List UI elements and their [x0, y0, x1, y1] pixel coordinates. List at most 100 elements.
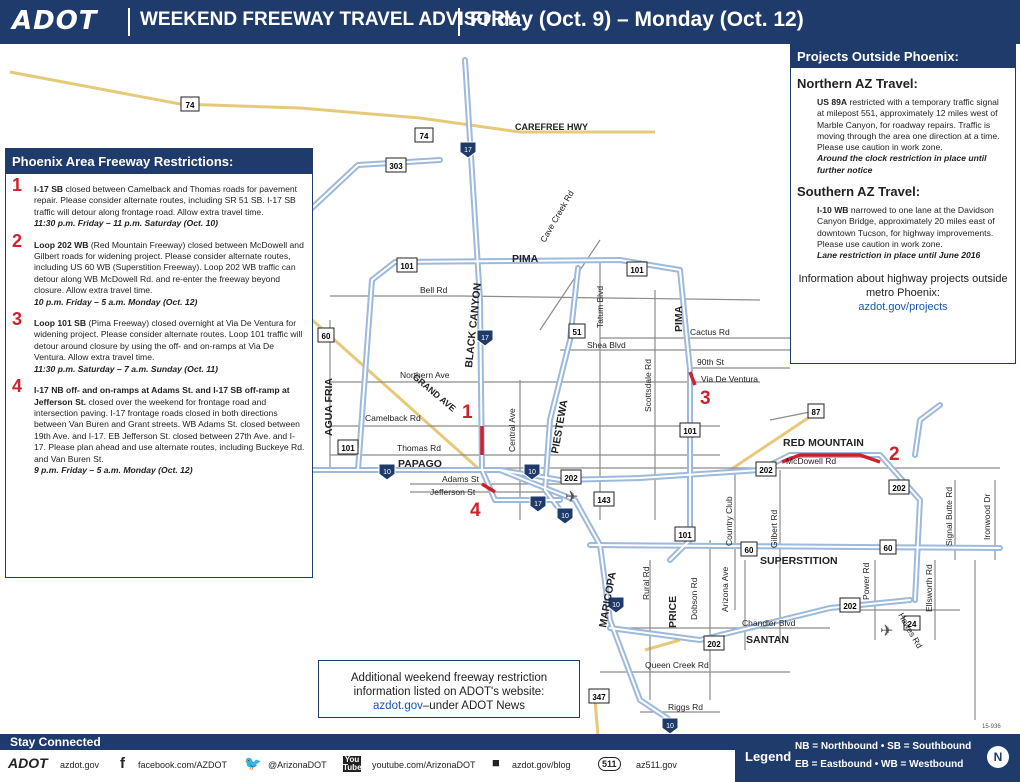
svg-text:17: 17: [534, 501, 542, 508]
closures: [480, 371, 881, 494]
label-papago: PAPAGO: [398, 458, 442, 470]
twitter-link[interactable]: @ArizonaDOT: [268, 760, 327, 770]
panel-title: Projects Outside Phoenix:: [791, 45, 1015, 68]
label-red-mountain: RED MOUNTAIN: [783, 437, 864, 449]
svg-text:143: 143: [597, 496, 611, 505]
label-riggs-rd: Riggs Rd: [668, 702, 703, 712]
label-dobson-rd: Dobson Rd: [689, 577, 699, 620]
restriction-number: 3: [12, 309, 23, 330]
restriction-marker-1: 1: [462, 402, 473, 423]
website-link[interactable]: azdot.gov: [60, 760, 100, 770]
svg-text:202: 202: [707, 640, 721, 649]
youtube-link[interactable]: youtube.com/ArizonaDOT: [372, 760, 476, 770]
facebook-icon: f: [120, 755, 125, 772]
svg-text:60: 60: [745, 546, 754, 555]
label-bell-rd: Bell Rd: [420, 285, 448, 295]
page-title: WEEKEND FREEWAY TRAVEL ADVISORY: [140, 9, 517, 30]
closure-4-ramps: [481, 482, 496, 494]
label-cactus-rd: Cactus Rd: [690, 327, 730, 337]
stay-connected-bar: Stay Connected: [0, 734, 735, 750]
label-thomas-rd: Thomas Rd: [397, 443, 441, 453]
svg-text:17: 17: [464, 147, 472, 154]
projects-link[interactable]: azdot.gov/projects: [858, 300, 948, 313]
restriction-marker-2: 2: [889, 444, 900, 465]
restriction-number: 1: [12, 175, 23, 195]
closure-2-loop202: [781, 453, 881, 464]
shield-sr74-icon: 74: [180, 96, 200, 112]
az511-icon: 511: [598, 757, 621, 771]
route-shields: 74 74 17 303 101 101 51 60 17 101 87 101…: [180, 96, 921, 734]
svg-text:202: 202: [564, 474, 578, 483]
svg-text:101: 101: [341, 444, 355, 453]
southern-az-text: I-10 WB narrowed to one lane at the Davi…: [817, 205, 1007, 261]
label-power-rd: Power Rd: [861, 562, 871, 600]
shield-i10-icon: 10: [378, 463, 396, 481]
shield-us60-icon: 60: [879, 539, 897, 555]
label-gilbert-rd: Gilbert Rd: [769, 509, 779, 548]
northern-az-body: restricted with a temporary traffic sign…: [817, 97, 1000, 153]
legend-line: EB = Eastbound • WB = Westbound: [795, 759, 964, 770]
shield-i10-icon: 10: [556, 507, 574, 525]
label-via-de-ventura: Via De Ventura: [701, 374, 758, 384]
header-separator: [458, 8, 460, 36]
shield-i10-icon: 10: [523, 463, 541, 481]
bell-rd: [330, 295, 761, 301]
svg-text:24: 24: [908, 620, 917, 629]
shield-sr143-icon: 143: [593, 491, 615, 507]
route-74-carefree: [9, 70, 655, 134]
restriction-text: (Red Mountain Freeway) closed between Mc…: [34, 239, 304, 296]
date-range: Friday (Oct. 9) – Monday (Oct. 12): [470, 8, 804, 31]
youtube-icon: You Tube: [343, 755, 362, 772]
label-queen-creek-rd: Queen Creek Rd: [645, 660, 709, 670]
label-ironwood-dr: Ironwood Dr: [982, 494, 992, 540]
restriction-lead: I-17 NB off- and on-ramps at Adams St. a…: [34, 385, 290, 407]
legend-line: NB = Northbound • SB = Southbound: [795, 741, 972, 752]
panel-title: Phoenix Area Freeway Restrictions:: [6, 149, 312, 174]
shield-i10-icon: 10: [661, 717, 679, 734]
label-ellsworth-rd: Ellsworth Rd: [924, 564, 934, 612]
closure-3-loop101: [688, 371, 697, 386]
svg-text:74: 74: [420, 132, 429, 141]
azdot-link[interactable]: azdot.gov: [373, 700, 423, 712]
shield-loop101-icon: 101: [674, 526, 696, 542]
label-mcdowell-rd: McDowell Rd: [786, 456, 836, 466]
shield-i17-icon: 17: [476, 329, 494, 347]
facebook-link[interactable]: facebook.com/AZDOT: [138, 760, 228, 770]
more-info-text: Information about highway projects outsi…: [798, 272, 1008, 299]
shield-sr87-icon: 87: [807, 403, 825, 419]
airport-icon: ✈: [880, 623, 893, 640]
shield-loop101-icon: 101: [337, 439, 359, 455]
svg-text:60: 60: [322, 332, 331, 341]
svg-text:202: 202: [843, 602, 857, 611]
label-rural-rd: Rural Rd: [641, 566, 651, 600]
label-jefferson-st: Jefferson St: [430, 487, 476, 497]
northern-az-heading: Northern AZ Travel:: [797, 76, 918, 91]
label-pima-side: PIMA: [673, 305, 685, 332]
legend: Legend NB = Northbound • SB = Southbound…: [735, 734, 1020, 782]
route-misc: [644, 638, 681, 652]
restriction-time: 11:30 p.m. Saturday – 7 a.m. Sunday (Oct…: [34, 363, 219, 374]
blog-link[interactable]: azdot.gov/blog: [512, 760, 571, 770]
northern-az-note: Around the clock restriction in place un…: [817, 153, 987, 175]
social-links: ADOT azdot.gov f facebook.com/AZDOT 🐦 @A…: [0, 750, 735, 782]
cave-creek-rd: [539, 239, 601, 331]
restriction-lead: Loop 101 SB: [34, 318, 87, 329]
svg-text:202: 202: [759, 466, 773, 475]
svg-text:74: 74: [186, 101, 195, 110]
restriction-marker-3: 3: [700, 388, 711, 409]
shield-sr51-icon: 51: [568, 323, 586, 339]
north-arrow-icon: N: [987, 746, 1009, 768]
airport-icon: ✈: [565, 489, 578, 506]
document-code: 15-936: [982, 724, 1001, 730]
label-santan: SANTAN: [746, 634, 789, 646]
northern-az-lead: US 89A: [817, 97, 848, 107]
az511-link[interactable]: az511.gov: [636, 760, 677, 770]
route-347: [593, 699, 600, 734]
shield-loop202-icon: 202: [755, 461, 777, 477]
label-carefree-hwy: CAREFREE HWY: [515, 122, 588, 132]
shield-i17-icon: 17: [459, 141, 477, 159]
northern-az-text: US 89A restricted with a temporary traff…: [817, 97, 1007, 176]
label-country-club: Country Club: [724, 496, 734, 546]
svg-text:10: 10: [383, 469, 391, 476]
svg-text:17: 17: [481, 335, 489, 342]
